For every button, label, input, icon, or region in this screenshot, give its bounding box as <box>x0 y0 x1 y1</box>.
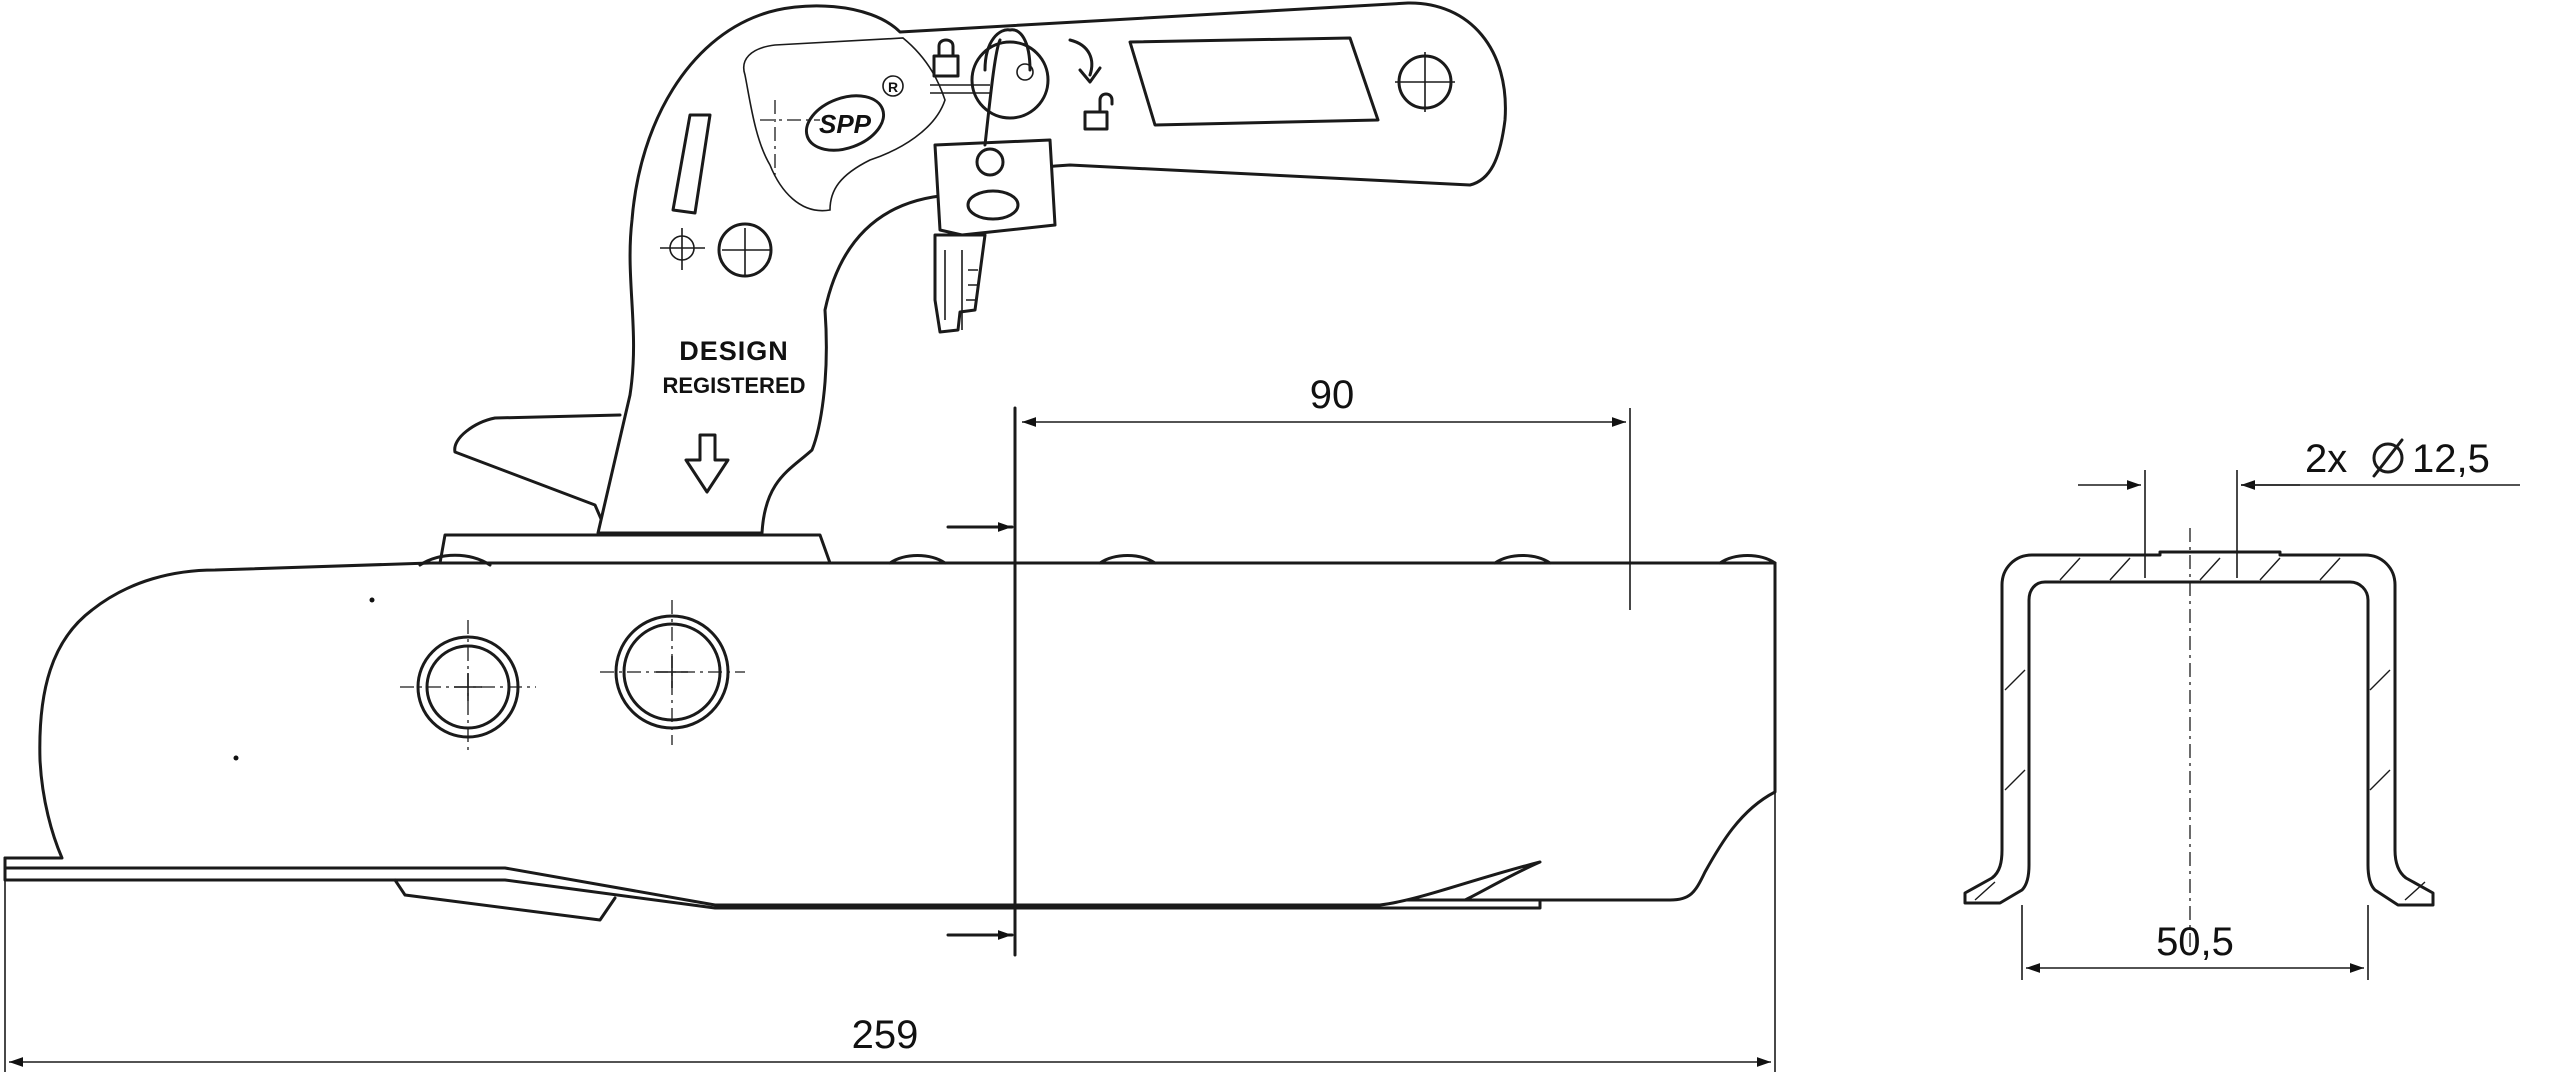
profile-section-view <box>1963 470 2435 950</box>
dimension-90: 90 <box>946 373 1631 957</box>
dimension-50-5: 50,5 <box>2021 905 2369 980</box>
dim-50-5-label: 50,5 <box>2156 920 2234 964</box>
profile-outer <box>1963 550 2435 907</box>
diameter-symbol <box>2372 438 2404 478</box>
coupling-side-view: SPP R <box>3 1 1777 922</box>
handle-recess <box>743 37 946 212</box>
logo-text: SPP <box>819 109 872 139</box>
coupling-body <box>3 561 1777 907</box>
handle-slot <box>671 113 712 215</box>
section-hatch <box>1974 557 2426 901</box>
padlock-closed-icon <box>930 38 990 94</box>
spp-logo: SPP R <box>804 75 904 152</box>
key-icon <box>933 38 1057 334</box>
bolt-hole-front <box>400 620 536 752</box>
coupling-handle <box>596 1 1507 535</box>
design-label: DESIGN <box>679 336 789 366</box>
registered-label: REGISTERED <box>662 373 805 398</box>
lock-cylinder <box>970 28 1050 120</box>
dim-259-label: 259 <box>852 1013 919 1057</box>
handle-window <box>1128 36 1380 127</box>
dimension-259: 259 <box>4 792 1776 1072</box>
padlock-open-icon <box>1083 92 1114 131</box>
bolt-diameter-label: 12,5 <box>2412 437 2490 481</box>
dim-90-label: 90 <box>1310 373 1355 417</box>
rotate-arrow-icon <box>1068 38 1102 84</box>
handle-tail <box>453 413 622 530</box>
dimension-bolt-diameter: 2x 12,5 <box>2078 437 2520 490</box>
down-arrow-icon <box>684 433 730 494</box>
registered-mark: R <box>888 79 898 95</box>
bolt-count-label: 2x <box>2305 437 2347 481</box>
top-bumps <box>418 553 1777 567</box>
handle-hole <box>1395 52 1455 112</box>
lower-bracket <box>393 878 617 922</box>
base-plate <box>438 533 832 565</box>
pivot-marks <box>660 100 820 278</box>
bolt-hole-rear <box>600 600 745 745</box>
